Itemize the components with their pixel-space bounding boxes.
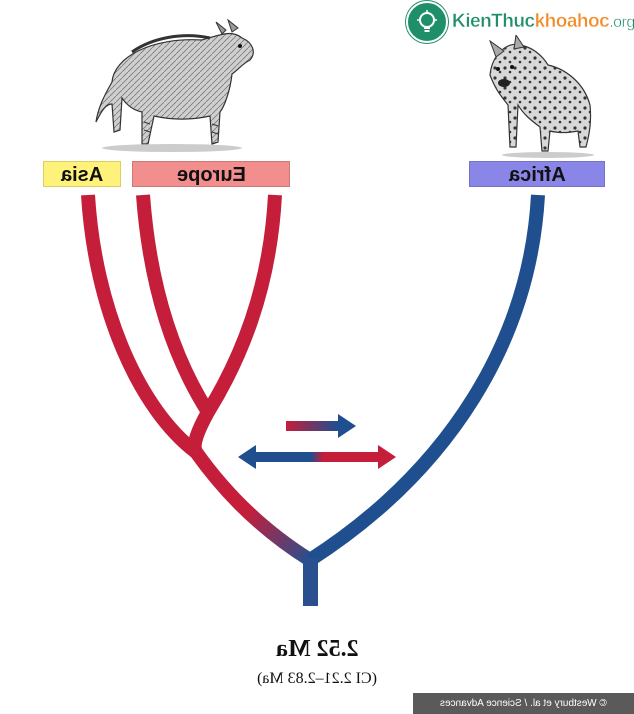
watermark-brand-main: KienThuc — [452, 11, 535, 32]
branch-europe-outer — [187, 194, 282, 456]
image-credit: © Westbury et al. / Science Advances — [413, 693, 634, 714]
lightbulb-logo-icon — [406, 1, 448, 43]
gene-flow-arrow-bidirectional — [238, 445, 396, 469]
watermark-brand-tld: .org — [609, 14, 634, 31]
branch-eurasia-stem — [190, 447, 314, 566]
gene-flow-arrow-top — [286, 414, 356, 438]
divergence-interval: (CI 2.21–2.83 Ma) — [0, 670, 634, 688]
striped-hyena-illustration — [95, 18, 254, 152]
branch-africa — [306, 194, 545, 566]
region-label-africa: Africa — [469, 161, 605, 187]
watermark-text: KienThuckhoahoc.org — [452, 11, 634, 33]
branch-asia — [81, 194, 201, 458]
region-label-europe: Europe — [132, 161, 290, 187]
region-label-asia: Asia — [43, 161, 121, 187]
watermark-brand-accent: khoahoc — [534, 11, 610, 32]
divergence-date: 2.52 Ma — [0, 636, 634, 663]
image-credit-text: © Westbury et al. / Science Advances — [440, 698, 607, 709]
divergence-date-text: 2.52 Ma — [275, 636, 359, 662]
divergence-interval-text: (CI 2.21–2.83 Ma) — [257, 670, 377, 687]
root-trunk — [303, 558, 318, 606]
site-watermark: KienThuckhoahoc.org — [406, 1, 634, 43]
spotted-hyena-illustration — [488, 35, 594, 158]
branch-europe-inner — [136, 194, 214, 416]
